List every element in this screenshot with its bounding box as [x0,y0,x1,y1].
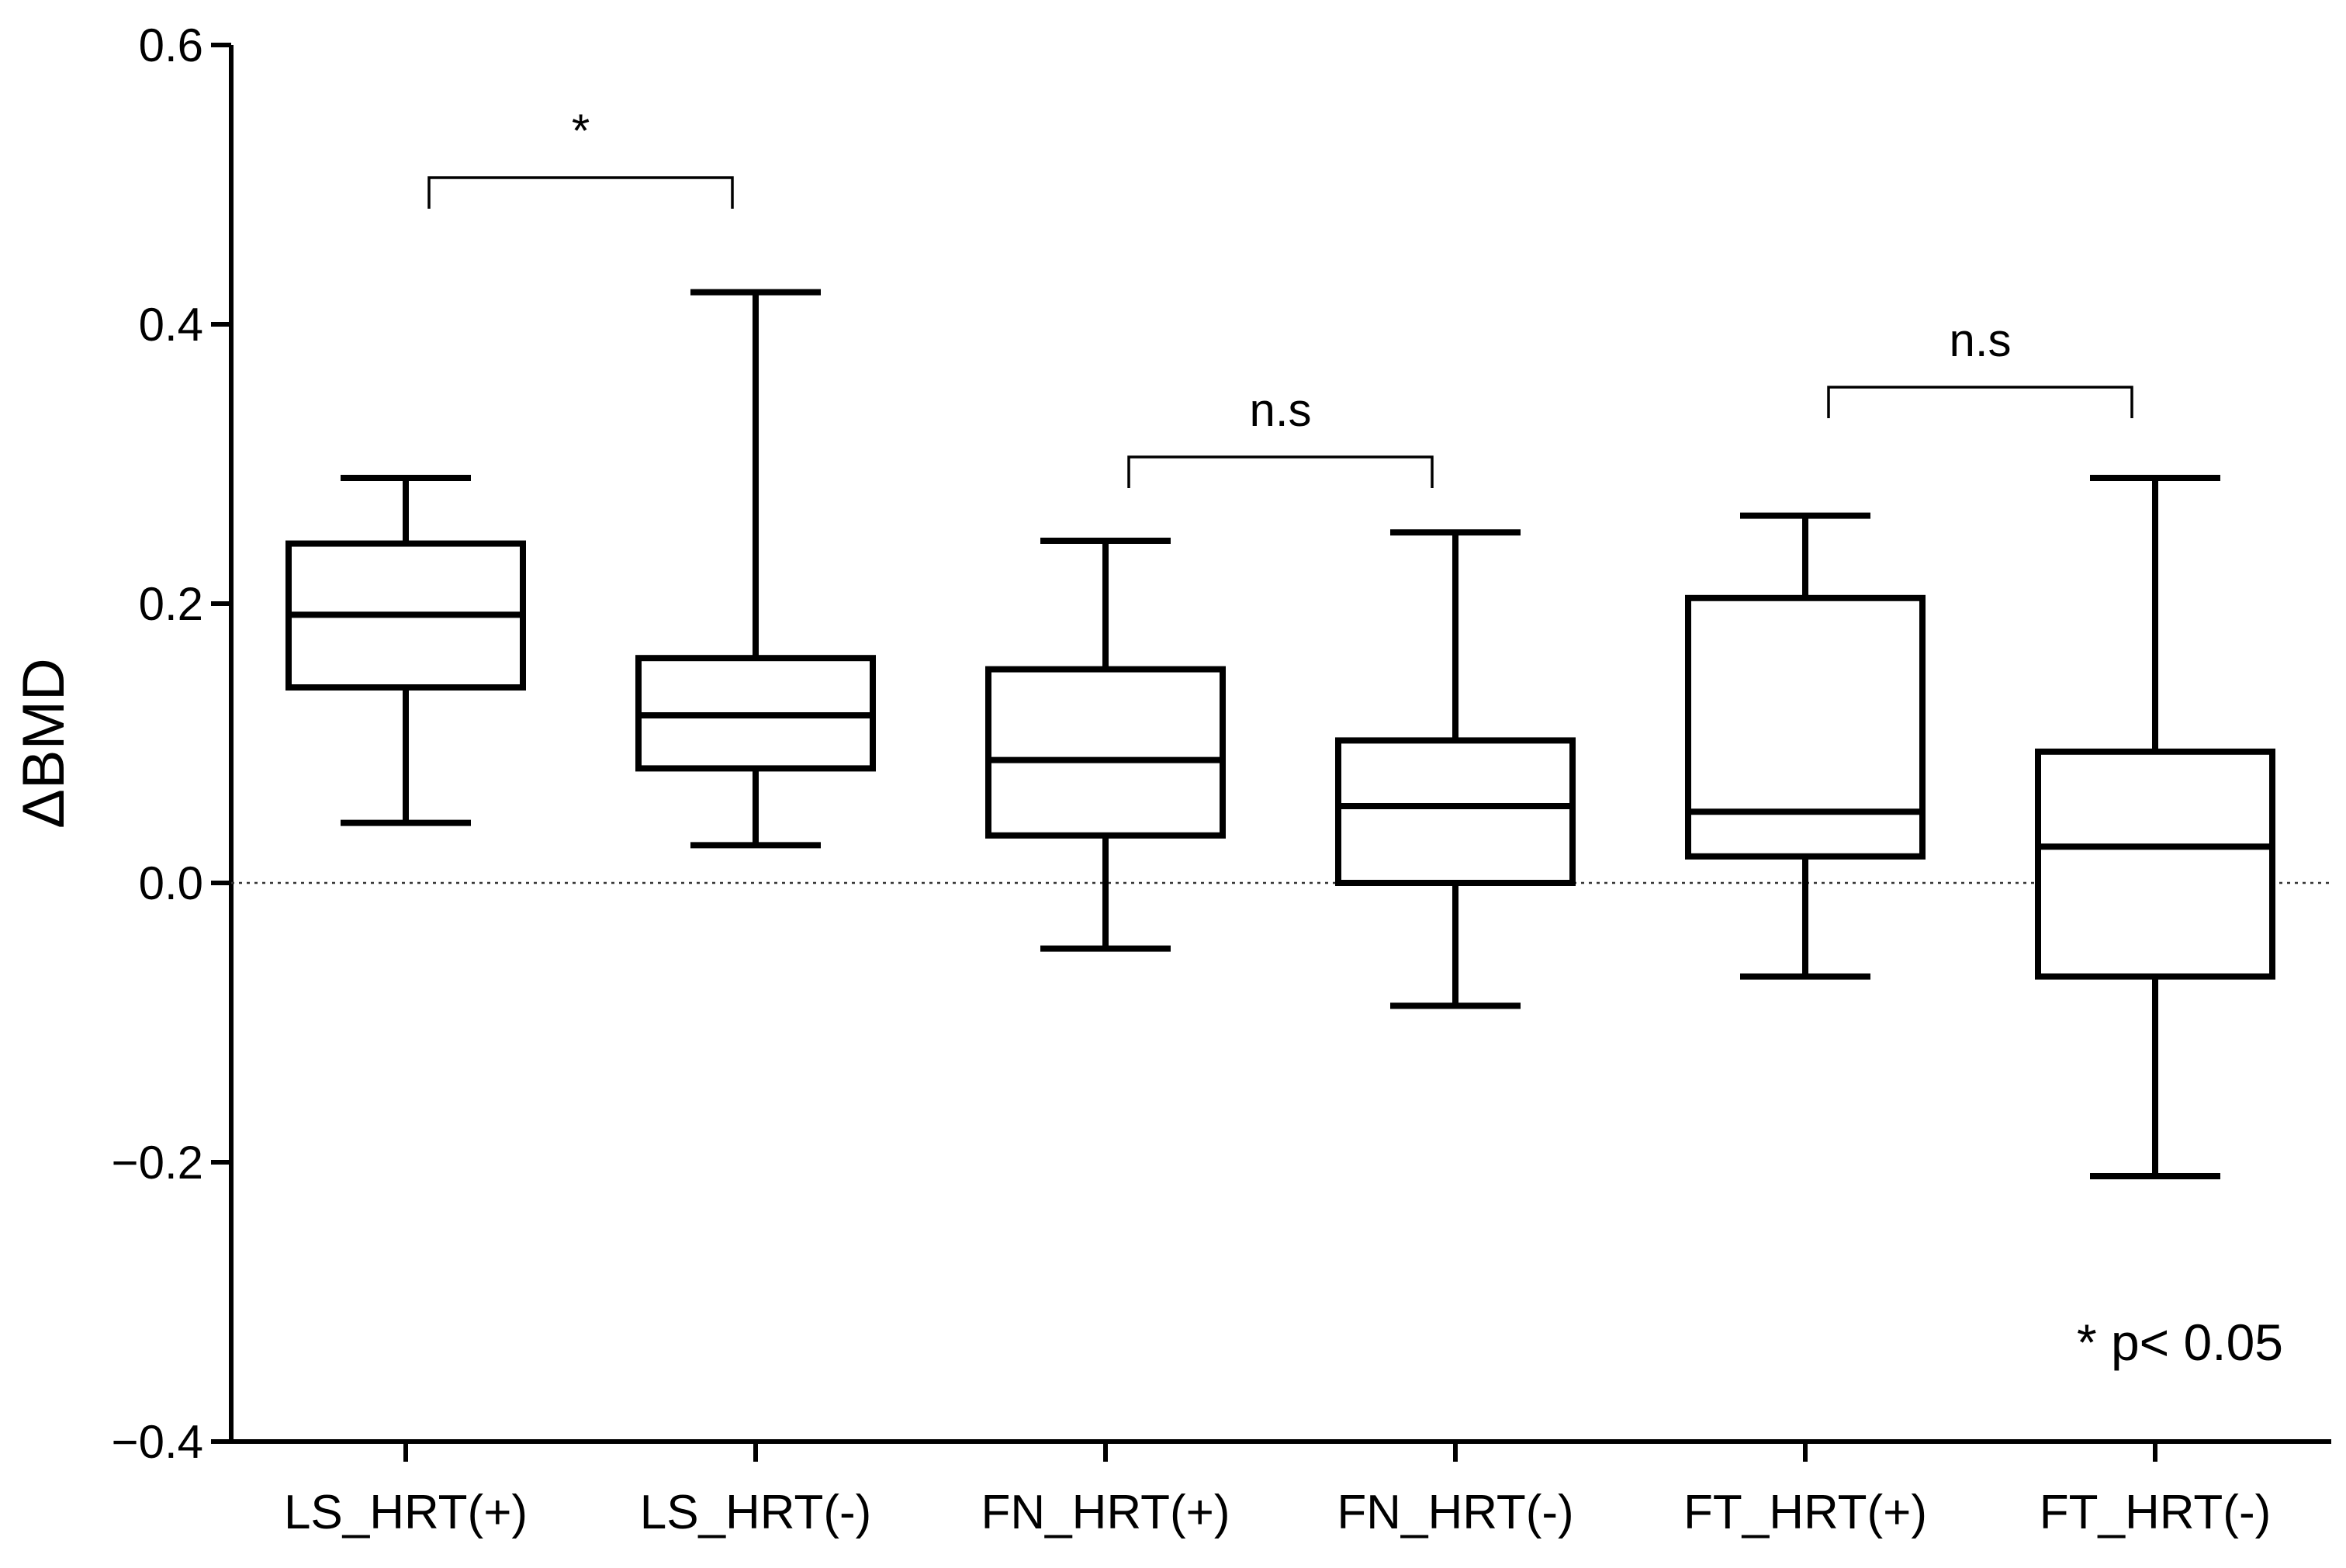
x-tick-label: FT_HRT(+) [1683,1486,1927,1539]
iqr-box [1685,594,1926,860]
comparison-label: n.s [1949,314,2011,366]
y-tick-label: 0.2 [139,578,203,630]
comparison-1: * [427,105,734,209]
bracket [1127,455,1434,488]
x-tick-label: FN_HRT(+) [981,1486,1230,1539]
comparison-2: n.s [1127,384,1434,488]
box-6 [2035,475,2275,1179]
comparison-label: * [572,105,590,157]
axes: −0.4 −0.2 0.0 0.2 0.4 0.6LS_HRT(+) LS_HRT(-) FN… [112,19,2331,1539]
box-2 [635,289,876,849]
iqr-box [985,666,1226,839]
x-tick-label: LS_HRT(-) [640,1486,872,1539]
comparison-brackets: * n.s n.s [427,105,2133,488]
iqr-box [2035,748,2275,980]
y-tick-label: −0.4 [112,1416,203,1468]
bracket [1827,386,2133,418]
boxes [285,289,2275,1179]
y-axis-label: ΔBMD [11,658,77,829]
box-5 [1685,512,1926,980]
y-tick-label: −0.2 [112,1137,203,1189]
box-4 [1335,529,1576,1009]
y-tick-label: 0.0 [139,857,203,909]
bracket [427,176,734,209]
box-3 [985,538,1226,952]
x-tick-label: FN_HRT(-) [1337,1486,1573,1539]
y-tick-label: 0.4 [139,299,203,351]
iqr-box [1335,737,1576,887]
y-tick-label: 0.6 [139,19,203,71]
x-tick-label: FT_HRT(-) [2040,1486,2271,1539]
box-1 [285,475,526,826]
comparison-3: n.s [1827,314,2133,418]
x-tick-label: LS_HRT(+) [284,1486,528,1539]
significance-note: * p< 0.05 [2077,1314,2283,1371]
comparison-label: n.s [1249,384,1311,436]
